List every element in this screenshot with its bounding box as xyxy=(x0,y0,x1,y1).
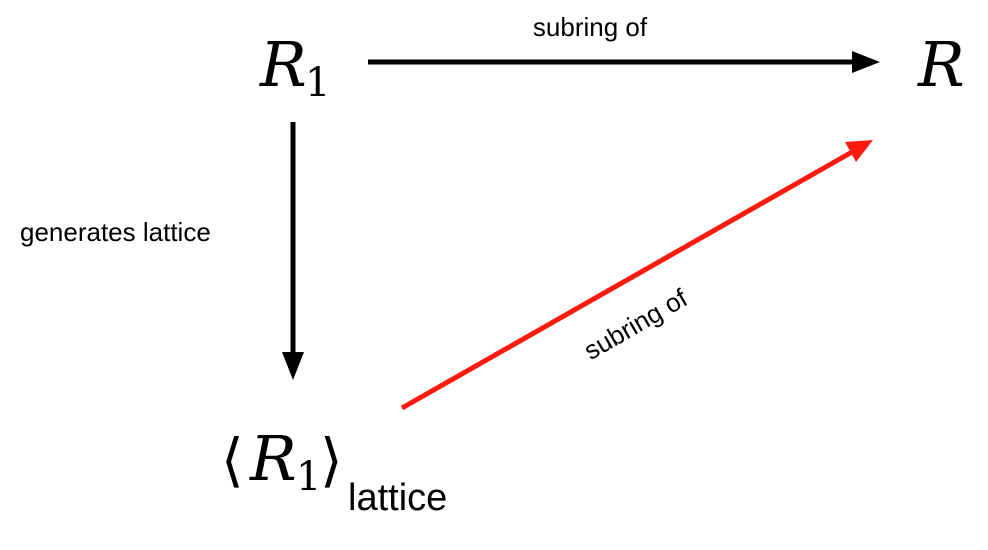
edge-lattice-to-r-arrowhead xyxy=(845,140,873,162)
node-r1-subscript: 1 xyxy=(305,60,330,106)
node-r1: R 1 xyxy=(259,28,330,106)
node-lattice-base: R xyxy=(249,422,297,495)
node-lattice-open-bracket: ⟨ xyxy=(221,426,244,494)
edge-lattice-to-r-label: subring of xyxy=(579,282,694,365)
edge-r1-to-r-label: subring of xyxy=(533,12,648,42)
node-r1-base: R xyxy=(259,28,307,101)
node-lattice-close-bracket: ⟩ xyxy=(320,426,343,494)
edge-r1-to-lattice-label: generates lattice xyxy=(20,217,211,247)
edge-r1-to-lattice-arrowhead xyxy=(282,352,304,380)
node-r: R xyxy=(917,28,965,101)
node-lattice-subscript: 1 xyxy=(296,454,321,500)
node-lattice-suffix: lattice xyxy=(348,477,447,519)
edge-r1-to-lattice: generates lattice xyxy=(20,122,304,380)
node-r-label: R xyxy=(917,28,965,101)
node-lattice: ⟨ R 1 ⟩ lattice xyxy=(221,422,447,519)
edge-lattice-to-r-line xyxy=(400,149,854,411)
edge-lattice-to-r: subring of xyxy=(400,140,873,411)
edge-r1-to-r: subring of xyxy=(368,12,880,73)
edge-r1-to-r-arrowhead xyxy=(852,51,880,73)
